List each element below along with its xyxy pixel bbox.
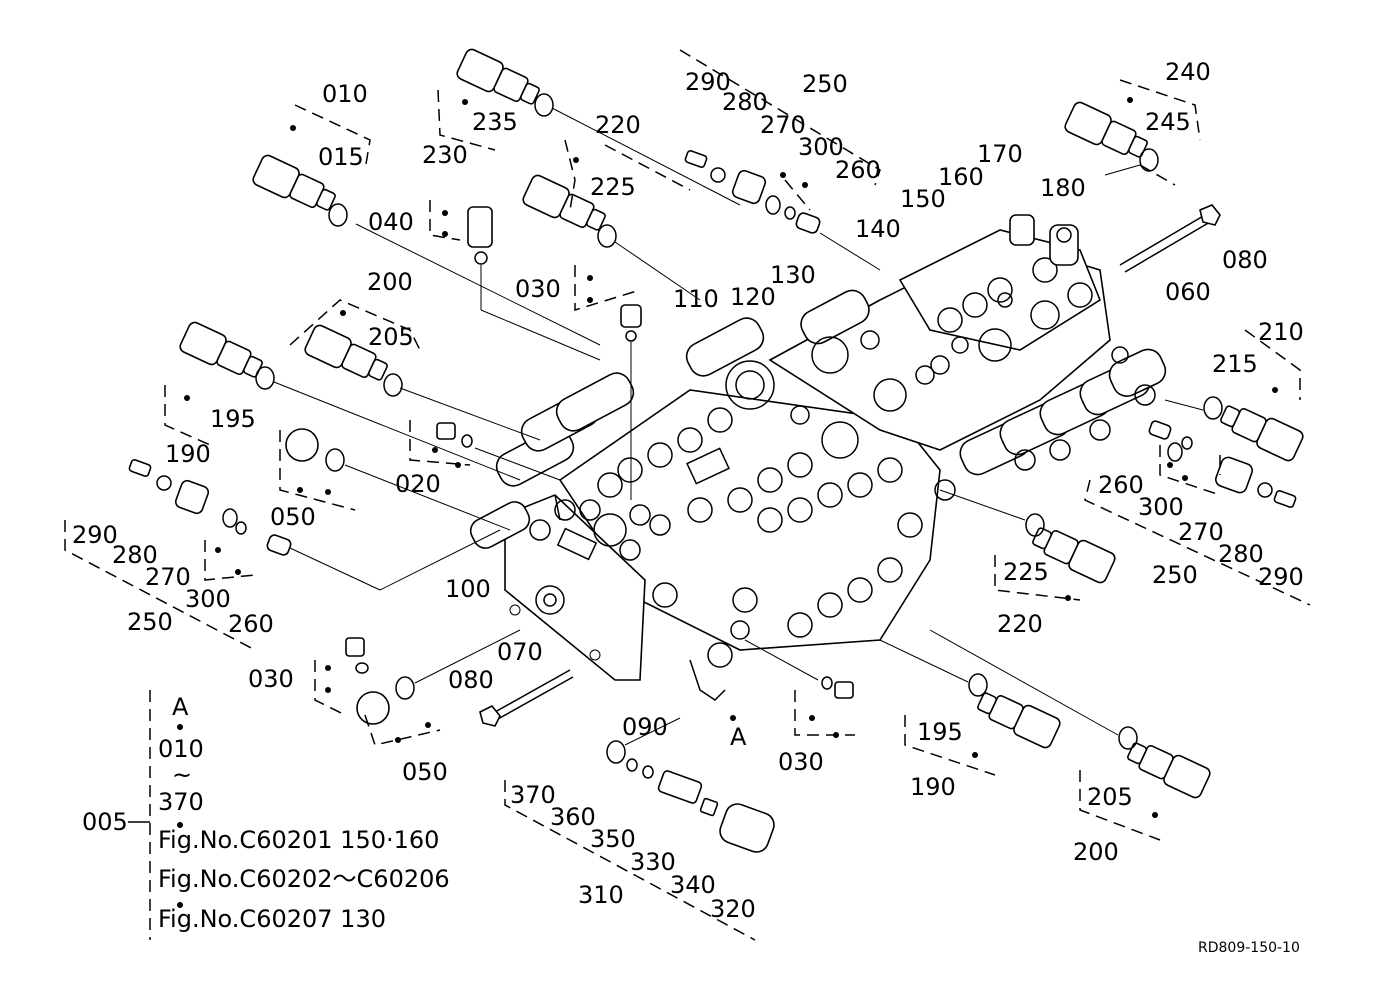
relief-valve-215-icon — [1220, 405, 1304, 462]
leader-lines — [273, 107, 1204, 746]
relief-valve-225-icon — [522, 174, 606, 231]
label-010: 010 — [322, 80, 368, 108]
label-205-left: 205 — [368, 323, 414, 351]
label-300-top: 300 — [798, 133, 844, 161]
note-line-010: 010 — [158, 735, 204, 763]
label-280-top: 280 — [722, 88, 768, 116]
label-040: 040 — [368, 208, 414, 236]
label-150: 150 — [900, 185, 946, 213]
label-A: A — [730, 723, 747, 751]
label-100: 100 — [445, 575, 491, 603]
label-270-right: 270 — [1178, 518, 1224, 546]
group-brackets — [64, 49, 1311, 941]
label-225-top: 225 — [590, 173, 636, 201]
label-250-top: 250 — [802, 70, 848, 98]
valve-body — [469, 214, 1167, 701]
label-250-right: 250 — [1152, 561, 1198, 589]
label-030-left: 030 — [248, 665, 294, 693]
relief-valve-010-icon — [252, 154, 336, 211]
label-270-left: 270 — [145, 563, 191, 591]
label-190-left: 190 — [165, 440, 211, 468]
label-245: 245 — [1145, 108, 1191, 136]
label-015: 015 — [318, 143, 364, 171]
small-parts — [128, 93, 1297, 853]
bullet-dots — [177, 97, 1278, 908]
label-210: 210 — [1258, 318, 1304, 346]
label-200-left: 200 — [367, 268, 413, 296]
label-310: 310 — [578, 881, 624, 909]
ports-top — [529, 360, 859, 561]
note-fig-1: Fig.No.C60201 150·160 — [158, 826, 439, 854]
label-260-top: 260 — [835, 156, 881, 184]
label-200-right: 200 — [1073, 838, 1119, 866]
label-050-left: 050 — [270, 503, 316, 531]
label-270-top: 270 — [760, 111, 806, 139]
label-020: 020 — [395, 470, 441, 498]
spool-cylinders-right — [934, 346, 1167, 501]
label-190-right: 190 — [910, 773, 956, 801]
label-235: 235 — [472, 108, 518, 136]
label-240: 240 — [1165, 58, 1211, 86]
label-195-right: 195 — [917, 718, 963, 746]
label-080-bottom: 080 — [448, 666, 494, 694]
label-220-right: 220 — [997, 610, 1043, 638]
label-290-right: 290 — [1258, 563, 1304, 591]
label-130: 130 — [770, 261, 816, 289]
drawing-number: RD809-150-10 — [1198, 940, 1300, 956]
note-line-370: 370 — [158, 788, 204, 816]
label-140: 140 — [855, 215, 901, 243]
assembly-note: 005 A 010 ~ 370 Fig.No.C60201 150·160 Fi… — [82, 693, 450, 933]
spool-cylinders — [469, 289, 870, 549]
label-220-top: 220 — [595, 111, 641, 139]
label-170: 170 — [977, 140, 1023, 168]
label-260-left: 260 — [228, 610, 274, 638]
note-tilde: ~ — [172, 761, 192, 789]
label-030-top: 030 — [515, 275, 561, 303]
label-070: 070 — [497, 638, 543, 666]
label-080-top: 080 — [1222, 246, 1268, 274]
label-370: 370 — [510, 781, 556, 809]
label-090: 090 — [622, 713, 668, 741]
label-250-left: 250 — [127, 608, 173, 636]
label-260-right: 260 — [1098, 471, 1144, 499]
note-fig-3: Fig.No.C60207 130 — [158, 905, 386, 933]
ports-rear-stack — [811, 214, 1093, 412]
relief-valve-195b-icon — [977, 692, 1061, 749]
note-fig-2: Fig.No.C60202～C60206 — [158, 865, 450, 893]
label-205-right: 205 — [1087, 783, 1133, 811]
note-line-a: A — [172, 693, 189, 721]
label-230: 230 — [422, 141, 468, 169]
label-330: 330 — [630, 848, 676, 876]
label-030-bottom: 030 — [778, 748, 824, 776]
label-050-bottom: 050 — [402, 758, 448, 786]
label-110: 110 — [673, 285, 719, 313]
label-195-left: 195 — [210, 405, 256, 433]
label-280-left: 280 — [112, 541, 158, 569]
label-120: 120 — [730, 283, 776, 311]
label-300-right: 300 — [1138, 493, 1184, 521]
label-060: 060 — [1165, 278, 1211, 306]
relief-valve-195-icon — [179, 321, 263, 378]
relief-valve-205-icon — [304, 324, 388, 381]
label-280-right: 280 — [1218, 540, 1264, 568]
label-320: 320 — [710, 895, 756, 923]
label-160: 160 — [938, 163, 984, 191]
label-225-right: 225 — [1003, 558, 1049, 586]
label-300-left: 300 — [185, 585, 231, 613]
label-215: 215 — [1212, 350, 1258, 378]
relief-valve-205b-icon — [1127, 742, 1211, 799]
relief-valve-245-icon — [1064, 101, 1148, 158]
relief-valve-235-icon — [456, 48, 540, 105]
part-labels: 010 015 040 230 235 220 225 290 280 270 … — [72, 58, 1304, 923]
label-340: 340 — [670, 871, 716, 899]
label-290-top: 290 — [685, 68, 731, 96]
label-360: 360 — [550, 803, 596, 831]
label-350: 350 — [590, 825, 636, 853]
label-290-left: 290 — [72, 521, 118, 549]
note-assembly-number: 005 — [82, 808, 128, 836]
ports-side — [509, 457, 923, 668]
relief-valve-225b-icon — [1032, 527, 1116, 584]
label-180: 180 — [1040, 174, 1086, 202]
